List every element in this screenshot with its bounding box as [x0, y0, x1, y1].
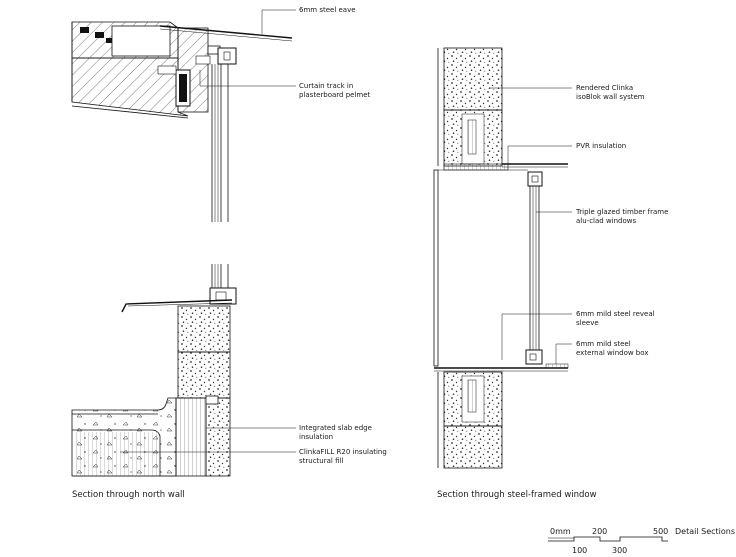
label-fill-1: ClinkaFILL R20 insulating: [299, 448, 387, 456]
label-reveal-1: 6mm mild steel reveal: [576, 310, 655, 318]
scale-title: Detail Sections: [675, 527, 735, 536]
clinka-block: [443, 425, 503, 469]
clinka-block: [443, 47, 503, 111]
window-section: [433, 47, 569, 469]
clinka-block: [177, 351, 231, 399]
label-reveal-2: sleeve: [576, 319, 599, 327]
label-curtain-track-2: plasterboard pelmet: [299, 91, 371, 99]
label-clinka-1: Rendered Clinka: [576, 84, 633, 92]
label-fill-2: structural fill: [299, 457, 343, 465]
roof-void: [111, 25, 171, 57]
scale-tick-200: 200: [592, 527, 607, 536]
steel-sill: [121, 299, 233, 313]
eave-detail: [71, 21, 293, 222]
label-pvr: PVR insulation: [576, 142, 626, 150]
label-curtain-track-1: Curtain track in: [299, 82, 353, 90]
clinka-block: [177, 305, 231, 353]
label-clinka-2: isoBlok wall system: [576, 93, 645, 101]
label-slab-1: Integrated slab edge: [299, 424, 372, 432]
label-slab-2: insulation: [299, 433, 333, 441]
internal-reveal: [433, 169, 439, 367]
label-box-2: external window box: [576, 349, 648, 357]
caption-north-wall: Section through north wall: [72, 490, 185, 500]
label-triple-2: alu-clad windows: [576, 217, 637, 225]
label-box-1: 6mm mild steel: [576, 340, 631, 348]
scale-tick-0: 0mm: [550, 527, 571, 536]
caption-window: Section through steel-framed window: [437, 490, 597, 500]
slab-edge-insulation: [175, 397, 207, 477]
label-triple-1: Triple glazed timber frame: [575, 208, 668, 216]
floor-detail: [71, 264, 237, 477]
scale-bar: 0mm 200 500 100 300 Detail Sections: [548, 527, 735, 555]
label-steel-eave: 6mm steel eave: [299, 6, 356, 14]
scale-tick-500: 500: [653, 527, 668, 536]
scale-tick-100: 100: [572, 546, 587, 555]
scale-tick-300: 300: [612, 546, 627, 555]
pvr-insulation: [443, 163, 509, 171]
clinka-fill-wall: [205, 397, 231, 477]
